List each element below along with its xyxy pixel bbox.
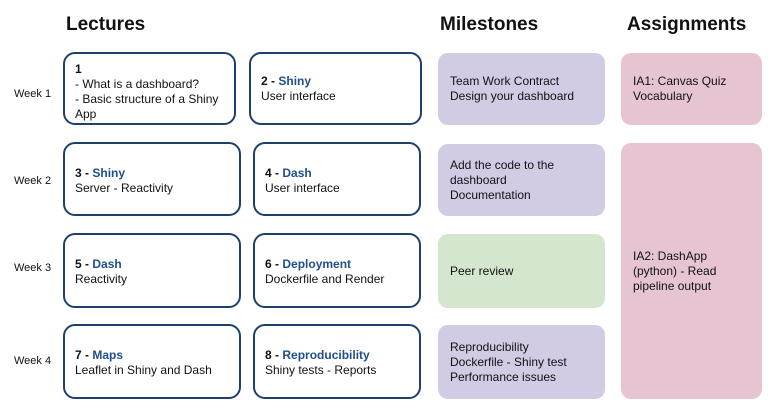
milestone-line: Performance issues [450,369,557,384]
assignment-line: Vocabulary [633,89,693,103]
assignment-card-2: IA2: DashApp (python) - Read pipeline ou… [621,143,762,399]
lecture-number: 2 [261,74,268,88]
assignment-line: (python) - Read [633,263,717,278]
milestone-line: Reproducibility [450,339,529,354]
milestone-line: Documentation [450,187,531,202]
lecture-number: 4 [265,166,272,180]
lecture-card-7: 7 - Maps Leaflet in Shiny and Dash [63,324,241,399]
week-label-4: Week 4 [14,355,52,367]
lecture-number: 5 [75,257,82,271]
lecture-number: 8 [265,348,272,362]
lecture-separator: - [271,348,283,362]
lecture-number: 7 [75,348,82,362]
milestone-card-3: Peer review [438,234,605,308]
lecture-number: 1 [75,62,82,76]
assignment-line: IA1: Canvas Quiz [633,74,727,88]
header-assignments: Assignments [627,14,747,35]
lecture-line: - What is a dashboard? [75,77,200,91]
lecture-line: User interface [265,181,340,195]
week-label-1: Week 1 [14,88,52,100]
lecture-separator: - [81,166,93,180]
lecture-separator: - [271,257,283,271]
lecture-card-5: 5 - Dash Reactivity [63,233,241,308]
assignment-line: IA2: DashApp [633,248,708,263]
lecture-topic: Shiny [278,74,312,88]
milestone-card-2: Add the code to the dashboard Documentat… [438,144,605,216]
assignment-line: pipeline output [633,278,712,293]
lecture-line: Leaflet in Shiny and Dash [75,363,212,377]
lecture-line: Server - Reactivity [75,181,174,195]
header-milestones: Milestones [440,14,539,35]
lecture-topic: Dash [282,166,312,180]
lecture-line: App [75,107,97,121]
lecture-card-2: 2 - Shiny User interface [249,52,422,125]
milestone-line: Dockerfile - Shiny test [450,354,567,369]
milestone-card-1: Team Work Contract Design your dashboard [438,53,605,125]
week-label-3: Week 3 [14,262,52,274]
milestone-line: dashboard [450,172,507,187]
lecture-separator: - [267,74,279,88]
lecture-number: 6 [265,257,272,271]
milestone-line: Design your dashboard [450,89,575,103]
lecture-topic: Dash [92,257,122,271]
milestone-line: Peer review [450,263,514,278]
week-label-2: Week 2 [14,175,52,187]
lecture-number: 3 [75,166,82,180]
lecture-card-8: 8 - Reproducibility Shiny tests - Report… [253,324,421,399]
lecture-card-1: 1 - What is a dashboard? - Basic structu… [63,52,236,125]
milestone-line: Team Work Contract [450,74,560,88]
lecture-topic: Reproducibility [282,348,370,362]
lecture-line: Shiny tests - Reports [265,363,377,377]
lecture-line: Dockerfile and Render [265,272,385,286]
milestone-card-4: Reproducibility Dockerfile - Shiny test … [438,325,605,399]
lecture-separator: - [271,166,283,180]
lecture-separator: - [81,257,93,271]
milestone-line: Add the code to the [450,157,555,172]
lecture-topic: Maps [92,348,124,362]
assignment-card-1: IA1: Canvas Quiz Vocabulary [621,53,762,125]
lecture-topic: Shiny [92,166,126,180]
lecture-card-4: 4 - Dash User interface [253,142,421,216]
header-lectures: Lectures [66,14,146,35]
lecture-line: Reactivity [75,272,128,286]
lecture-card-6: 6 - Deployment Dockerfile and Render [253,233,421,308]
lecture-line: - Basic structure of a Shiny [75,92,219,106]
lecture-separator: - [81,348,93,362]
lecture-topic: Deployment [282,257,352,271]
lecture-line: User interface [261,89,336,103]
lecture-card-3: 3 - Shiny Server - Reactivity [63,142,241,216]
